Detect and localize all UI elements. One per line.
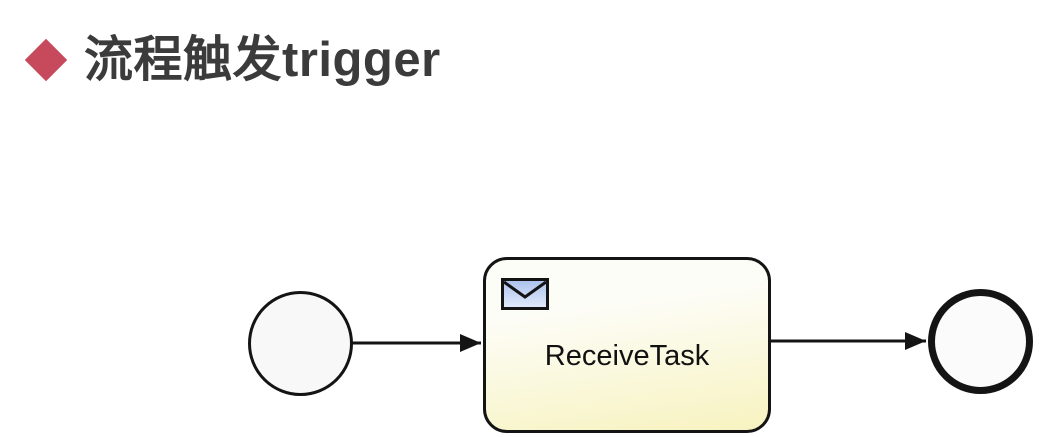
end-event-node: [928, 289, 1033, 394]
slide-header: 流程触发trigger: [24, 26, 441, 94]
slide-title: 流程触发trigger: [84, 32, 441, 87]
receive-task-node: ReceiveTask: [483, 257, 771, 433]
start-event-node: [248, 291, 353, 396]
envelope-icon: [501, 278, 549, 310]
receive-task-label: ReceiveTask: [544, 340, 710, 372]
